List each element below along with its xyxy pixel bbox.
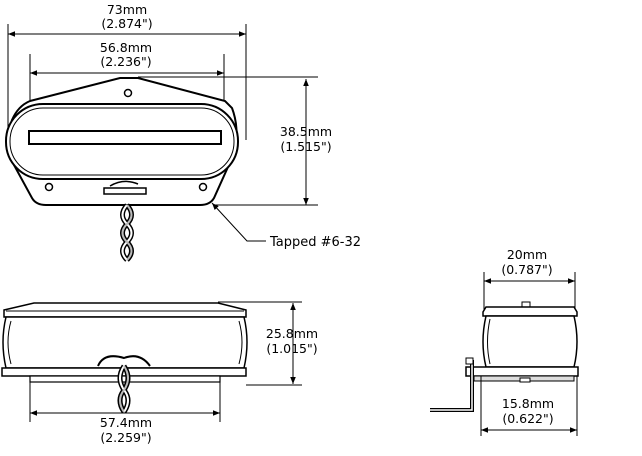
dim-overall-width-mm: 73mm xyxy=(107,2,147,17)
wire-lug xyxy=(103,187,147,195)
top-view: 73mm (2.874") 56.8mm (2.236") 38.5mm (1.… xyxy=(5,2,361,262)
dim-top-height-in: (1.515") xyxy=(280,139,331,154)
dim-end-top-mm: 20mm xyxy=(507,247,547,262)
tapped-note: Tapped #6-32 xyxy=(269,235,361,250)
top-bobbin-inner xyxy=(9,107,235,176)
pole-piece-bar xyxy=(28,130,222,145)
dim-end-base-in: (0.622") xyxy=(502,411,553,426)
dim-side-height-mm: 25.8mm xyxy=(266,326,318,341)
mount-hole-top xyxy=(123,88,133,98)
dim-mount-width-in: (2.236") xyxy=(100,54,151,69)
dim-side-base-mm: 57.4mm xyxy=(100,415,152,430)
dim-side-base-in: (2.259") xyxy=(100,430,151,445)
dim-end-top-in: (0.787") xyxy=(501,262,552,277)
end-top-flange xyxy=(482,306,578,317)
side-view: 25.8mm (1.015") 57.4mm (2.259") xyxy=(1,301,318,445)
end-coil-body xyxy=(482,315,578,368)
side-top-flange xyxy=(3,302,247,318)
dim-end-base-mm: 15.8mm xyxy=(502,396,554,411)
side-coil-body xyxy=(2,316,248,369)
end-baseplate xyxy=(465,366,579,377)
dim-top-height-mm: 38.5mm xyxy=(280,124,332,139)
end-view: 20mm (0.787") 15.8mm (0.622") xyxy=(430,247,579,436)
side-base-lower xyxy=(29,375,221,383)
dim-overall-width-in: (2.874") xyxy=(101,16,152,31)
dim-side-height-in: (1.015") xyxy=(266,341,317,356)
dim-mount-width-mm: 56.8mm xyxy=(100,40,152,55)
mount-hole-right xyxy=(198,182,208,192)
top-lead-wire xyxy=(120,203,134,262)
side-lead-wire xyxy=(117,364,131,414)
mount-hole-left xyxy=(44,182,54,192)
side-lug xyxy=(97,355,151,367)
tapped-leader xyxy=(211,202,266,242)
